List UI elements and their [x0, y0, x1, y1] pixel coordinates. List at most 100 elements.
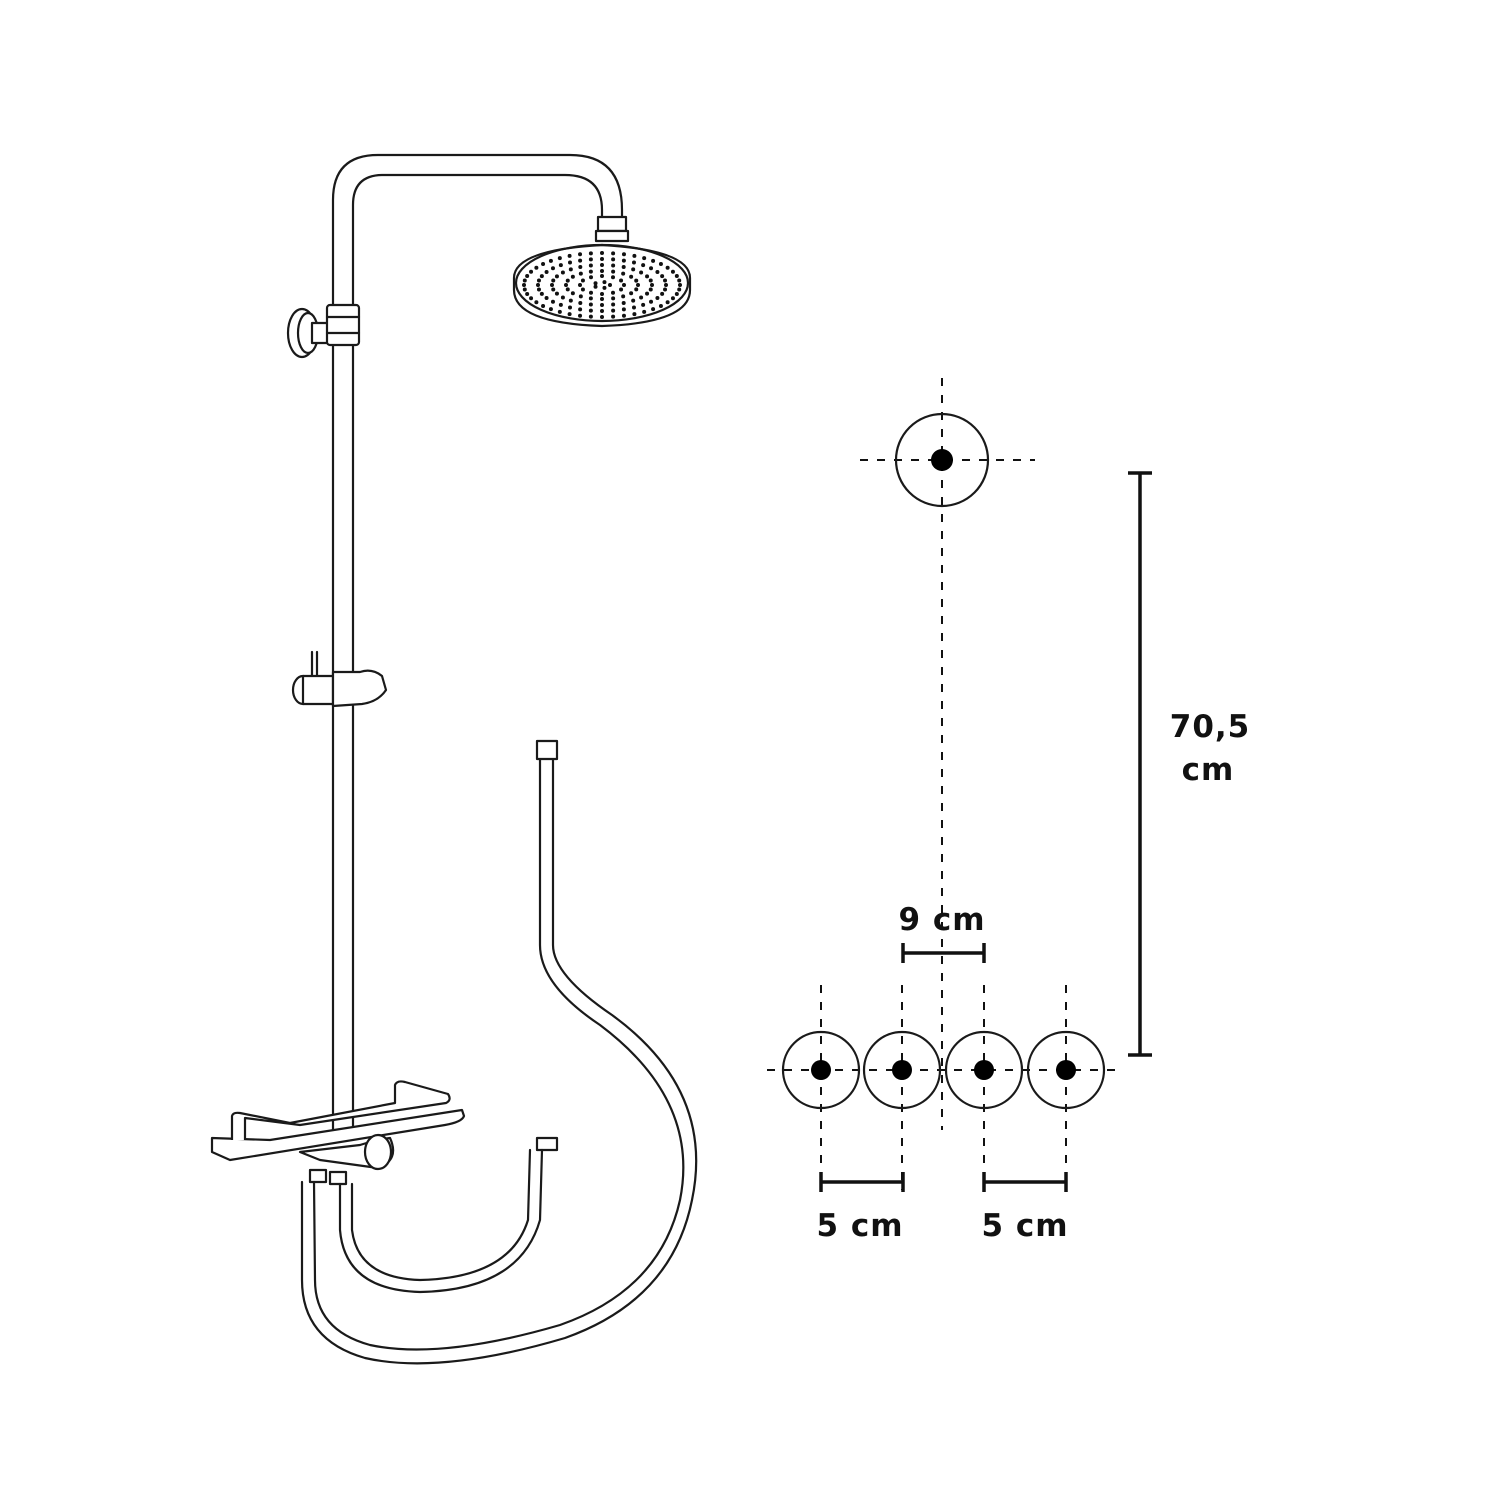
- shower-hole: [600, 309, 604, 313]
- wall-bracket: [286, 303, 361, 359]
- shower-hole: [534, 265, 539, 270]
- shower-hole: [663, 278, 668, 283]
- shower-hole: [642, 256, 647, 261]
- shower-hole: [621, 258, 626, 263]
- shower-hole: [677, 278, 682, 283]
- shower-hole: [651, 258, 656, 263]
- shower-hole: [578, 294, 583, 299]
- shower-hole: [619, 287, 624, 292]
- shower-hole: [560, 270, 565, 275]
- shower-hole: [558, 263, 563, 268]
- shower-hole: [600, 274, 604, 278]
- mount-point: [944, 985, 1024, 1190]
- shower-hole: [600, 315, 604, 319]
- shower-hole: [551, 287, 556, 292]
- shower-hole: [578, 252, 583, 257]
- shower-hole: [550, 266, 555, 271]
- top-mount-point: [860, 378, 1035, 1130]
- shelf-thermostat: [210, 1080, 466, 1186]
- shower-hole: [660, 274, 665, 279]
- shower-hole: [600, 251, 604, 255]
- shower-hole: [641, 302, 646, 307]
- shower-hole: [578, 283, 582, 287]
- shower-hole: [611, 296, 616, 301]
- shower-hole: [655, 296, 660, 300]
- left-spacing-dimension: 5 cm: [816, 1172, 905, 1244]
- shower-hole: [621, 307, 626, 312]
- shower-hole: [621, 271, 626, 276]
- shower-hole: [588, 296, 593, 301]
- shower-hole: [550, 283, 554, 287]
- height-dimension: 70,5 cm: [1128, 471, 1251, 1057]
- shower-hole: [536, 283, 540, 287]
- shower-hole: [580, 287, 585, 292]
- shower-hole: [674, 292, 679, 297]
- shower-hole: [600, 269, 604, 273]
- shower-hole: [670, 296, 675, 301]
- shower-hole: [621, 294, 626, 299]
- shower-hole: [570, 274, 575, 279]
- shower-hole: [608, 283, 612, 287]
- shower-hole: [534, 300, 539, 305]
- shower-hole: [544, 270, 549, 274]
- shower-hole: [548, 307, 553, 312]
- shower-hole: [611, 290, 615, 295]
- shower-hole: [551, 278, 556, 283]
- shower-hole: [611, 263, 616, 268]
- shower-hole: [522, 283, 526, 287]
- shower-hole: [631, 267, 636, 272]
- shower-hole: [529, 269, 534, 274]
- shower-hole: [570, 291, 575, 296]
- shower-hole: [632, 312, 637, 317]
- shower-hole: [565, 278, 570, 283]
- shower-hole: [645, 291, 650, 296]
- shower-hole: [658, 303, 663, 308]
- shower-hole: [522, 278, 527, 283]
- inlet-hose: [338, 1136, 559, 1294]
- shower-hole: [548, 258, 553, 263]
- shower-hole: [658, 262, 663, 267]
- shower-hole: [621, 301, 626, 306]
- shower-head-holes: [522, 251, 682, 319]
- shower-hole: [568, 298, 573, 303]
- shower-hole: [660, 291, 665, 296]
- shower-hole: [634, 287, 639, 292]
- shower-hole: [639, 295, 644, 300]
- shower-hole: [621, 313, 626, 318]
- center-spacing-label: 9 cm: [898, 902, 985, 938]
- shower-hole: [651, 307, 656, 312]
- height-unit-label: cm: [1182, 752, 1235, 788]
- shower-hole: [611, 269, 616, 274]
- shower-hole: [588, 257, 593, 262]
- shower-hole: [544, 296, 549, 300]
- shower-hole: [554, 274, 559, 279]
- shower-hole: [588, 308, 593, 313]
- shower-hole: [665, 300, 670, 305]
- shower-hole: [536, 287, 541, 292]
- shower-hole: [558, 302, 563, 307]
- shower-hole: [588, 314, 593, 319]
- shower-hole: [600, 303, 604, 307]
- shower-hole: [678, 283, 682, 287]
- shower-hole: [634, 278, 639, 283]
- shower-hole: [565, 287, 570, 292]
- shower-head-connector: [594, 215, 630, 243]
- shower-hole: [567, 312, 572, 317]
- shower-hole: [639, 270, 644, 275]
- shower-hole: [600, 263, 604, 267]
- bottom-mount-points: [767, 985, 1118, 1190]
- shower-hole: [578, 313, 583, 318]
- shower-hole: [557, 256, 562, 261]
- shower-hole: [677, 287, 682, 292]
- shower-hole: [619, 278, 624, 283]
- shower-hole: [642, 309, 647, 314]
- shower-hole: [649, 266, 654, 271]
- shower-hole: [632, 253, 637, 258]
- shower-hole: [636, 283, 640, 287]
- height-value-label: 70,5: [1170, 709, 1251, 745]
- shower-hole: [564, 283, 568, 287]
- shower-hole: [645, 274, 650, 279]
- shower-hole: [539, 291, 544, 296]
- shower-hole: [641, 263, 646, 268]
